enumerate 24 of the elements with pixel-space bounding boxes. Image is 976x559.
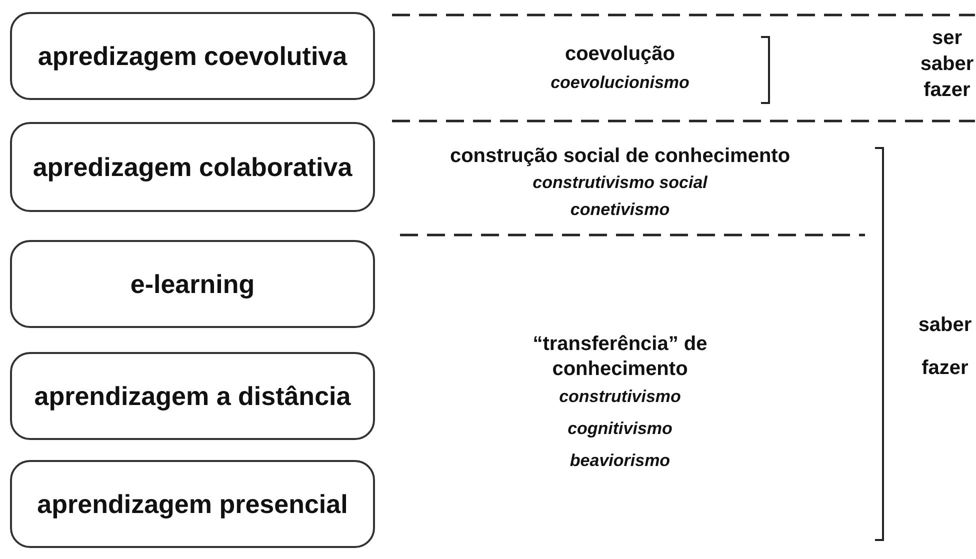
rounded-box [10,122,375,212]
skill-label: fazer [920,356,970,381]
skill-label: fazer [922,78,972,103]
skill-label: ser [930,26,964,51]
level-heading: coevolução [564,42,676,67]
rounded-box [10,460,375,548]
box-title: e-learning [130,268,255,300]
level-heading: “transferência” de conhecimento [532,332,708,382]
theory-name: conetivismo [569,199,671,221]
level-heading: construção social de conhecimento [448,144,792,169]
theory-name: cognitivismo [566,418,674,440]
theory-name: coevolucionismo [550,72,690,94]
rounded-box [10,352,375,440]
theory-name: construtivismo social [532,172,709,194]
box-title: aprendizagem presencial [37,488,348,520]
skill-label: saber [917,313,973,338]
theory-name: beaviorismo [568,450,672,472]
skill-label: saber [919,52,975,77]
rounded-box [10,12,375,100]
box-title: aprendizagem a distância [34,380,351,412]
box-title: apredizagem coevolutiva [38,40,348,72]
rounded-box [10,240,375,328]
box-title: apredizagem colaborativa [32,150,352,184]
theory-name: construtivismo [558,386,682,408]
